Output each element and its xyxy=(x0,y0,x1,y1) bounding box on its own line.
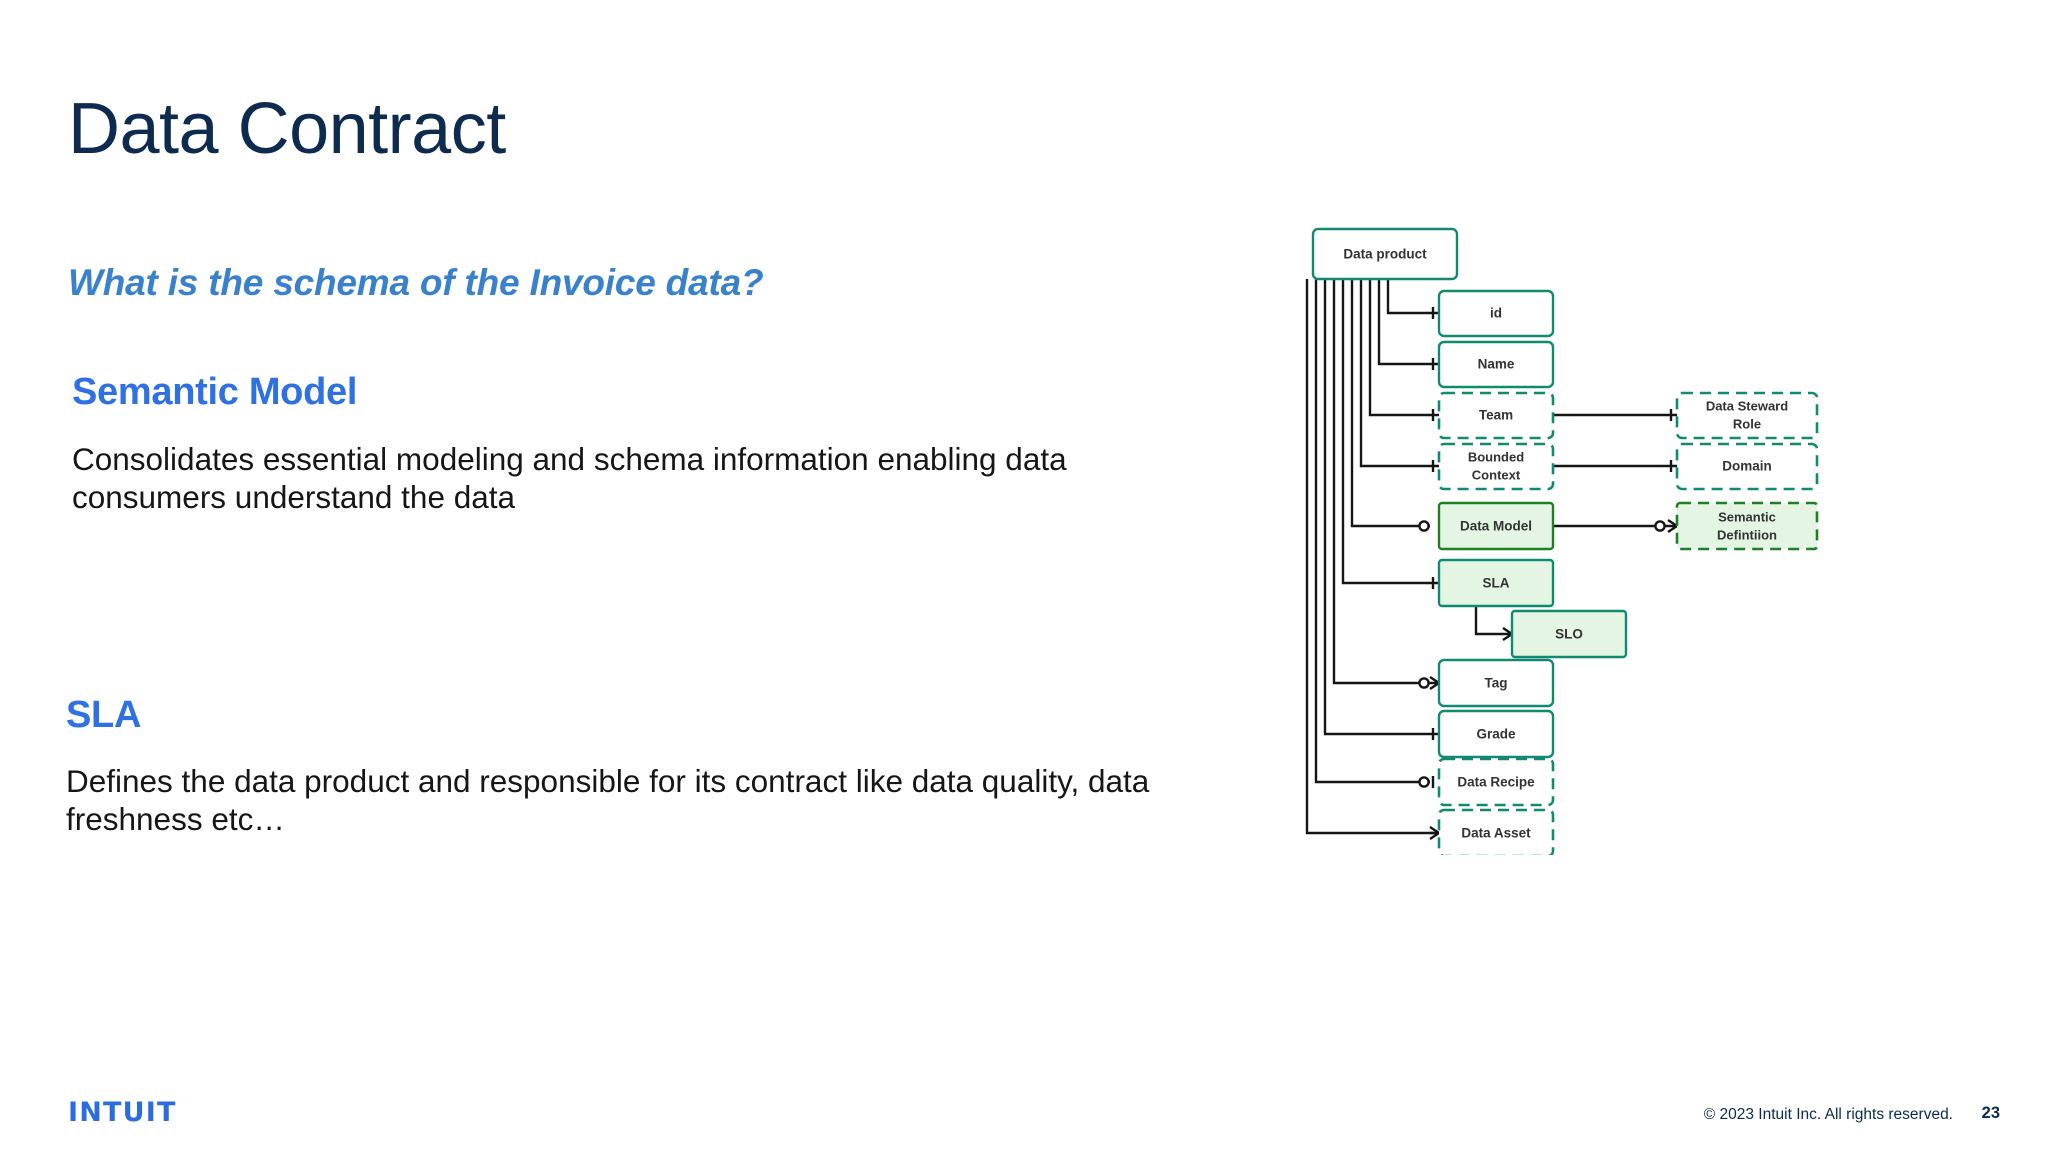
er-box-bounded-context xyxy=(1437,442,1555,491)
er-label-semantic-definition-line2: Defintiion xyxy=(1717,527,1777,542)
er-label-grade: Grade xyxy=(1476,727,1516,742)
er-box-sla xyxy=(1437,558,1555,608)
er-label-id: id xyxy=(1490,306,1502,321)
page-title: Data Contract xyxy=(68,89,506,169)
er-diagram: Data product id Name Team Bounded Contex… xyxy=(1300,215,1900,855)
er-entity-id[interactable]: id xyxy=(1437,289,1555,338)
footer-page-number: 23 xyxy=(1981,1104,2000,1122)
er-label-data-model: Data Model xyxy=(1460,519,1532,534)
crowfoot-tag xyxy=(1429,676,1440,690)
er-box-team xyxy=(1437,391,1555,440)
er-box-name xyxy=(1437,340,1555,389)
connector-sla-slo xyxy=(1474,607,1503,636)
er-box-slo xyxy=(1510,609,1628,659)
section-heading-sla: SLA xyxy=(66,694,142,736)
er-label-domain: Domain xyxy=(1722,459,1772,474)
connector-dataproduct-id xyxy=(1386,279,1439,315)
er-entity-sla[interactable]: SLA xyxy=(1437,558,1555,608)
er-entity-data-steward-role[interactable]: Data Steward Role xyxy=(1675,391,1819,440)
er-entity-tag[interactable]: Tag xyxy=(1437,658,1555,708)
connector-dataproduct-bounded-context xyxy=(1359,279,1439,468)
er-label-sla: SLA xyxy=(1483,576,1510,591)
section-heading-semantic-model: Semantic Model xyxy=(72,371,358,413)
marker-zero-data-recipe xyxy=(1418,776,1430,788)
er-entity-name[interactable]: Name xyxy=(1437,340,1555,389)
er-entity-data-model[interactable]: Data Model xyxy=(1437,501,1555,551)
er-label-data-asset: Data Asset xyxy=(1461,826,1531,841)
er-box-id xyxy=(1437,289,1555,338)
er-label-bounded-context-line2: Context xyxy=(1472,467,1521,482)
er-label-tag: Tag xyxy=(1485,676,1508,691)
cardinality-markers xyxy=(1418,307,1678,840)
er-box-data-product xyxy=(1311,227,1459,281)
crowfoot-slo xyxy=(1502,627,1513,641)
er-label-team: Team xyxy=(1479,408,1513,423)
section-body-semantic-model: Consolidates essential modeling and sche… xyxy=(72,441,1067,516)
er-label-data-recipe: Data Recipe xyxy=(1457,775,1535,790)
er-box-data-steward-role xyxy=(1675,391,1819,440)
connector-dataproduct-grade xyxy=(1323,279,1439,736)
connector-dataproduct-data-model xyxy=(1350,279,1430,528)
crowfoot-data-asset xyxy=(1429,826,1440,840)
er-box-tag xyxy=(1437,658,1555,708)
er-label-slo: SLO xyxy=(1555,627,1583,642)
connector-dataproduct-data-asset xyxy=(1305,279,1439,835)
section-body-sla: Defines the data product and responsible… xyxy=(66,763,1150,838)
er-entity-bounded-context[interactable]: Bounded Context xyxy=(1437,442,1555,491)
er-label-name: Name xyxy=(1478,357,1515,372)
intuit-logo: INTUIT xyxy=(68,1097,177,1128)
marker-zero-tag xyxy=(1418,677,1430,689)
er-box-domain xyxy=(1675,442,1819,491)
er-box-data-recipe xyxy=(1437,757,1555,807)
er-entity-data-asset[interactable]: Data Asset xyxy=(1437,808,1555,855)
er-entity-slo[interactable]: SLO xyxy=(1510,609,1628,659)
connector-lines xyxy=(1305,279,1677,835)
marker-zero-semantic-definition xyxy=(1654,520,1666,532)
er-entity-data-recipe[interactable]: Data Recipe xyxy=(1437,757,1555,807)
connector-dataproduct-sla xyxy=(1341,279,1439,585)
crowfoot-semantic-definition xyxy=(1667,519,1678,533)
footer-copyright: © 2023 Intuit Inc. All rights reserved. xyxy=(1703,1106,1953,1123)
er-label-data-steward-role-line1: Data Steward xyxy=(1706,398,1788,413)
marker-zero-data-model xyxy=(1418,520,1430,532)
er-box-data-asset xyxy=(1437,808,1555,855)
er-entity-team[interactable]: Team xyxy=(1437,391,1555,440)
er-entity-grade[interactable]: Grade xyxy=(1437,709,1555,759)
connector-dataproduct-data-recipe xyxy=(1314,279,1430,784)
slide-question-subtitle: What is the schema of the Invoice data? xyxy=(68,262,764,303)
er-entity-data-product[interactable]: Data product xyxy=(1311,227,1459,281)
er-label-data-product: Data product xyxy=(1343,247,1427,262)
er-label-data-steward-role-line2: Role xyxy=(1733,416,1761,431)
er-box-grade xyxy=(1437,709,1555,759)
er-entity-domain[interactable]: Domain xyxy=(1675,442,1819,491)
er-label-bounded-context-line1: Bounded xyxy=(1468,449,1524,464)
er-label-semantic-definition-line1: Semantic xyxy=(1718,509,1776,524)
connector-dataproduct-team xyxy=(1368,279,1439,417)
connector-dataproduct-name xyxy=(1377,279,1439,366)
connector-dataproduct-tag xyxy=(1332,279,1430,685)
er-box-semantic-definition xyxy=(1675,501,1819,551)
er-entity-semantic-definition[interactable]: Semantic Defintiion xyxy=(1675,501,1819,551)
er-box-data-model xyxy=(1437,501,1555,551)
